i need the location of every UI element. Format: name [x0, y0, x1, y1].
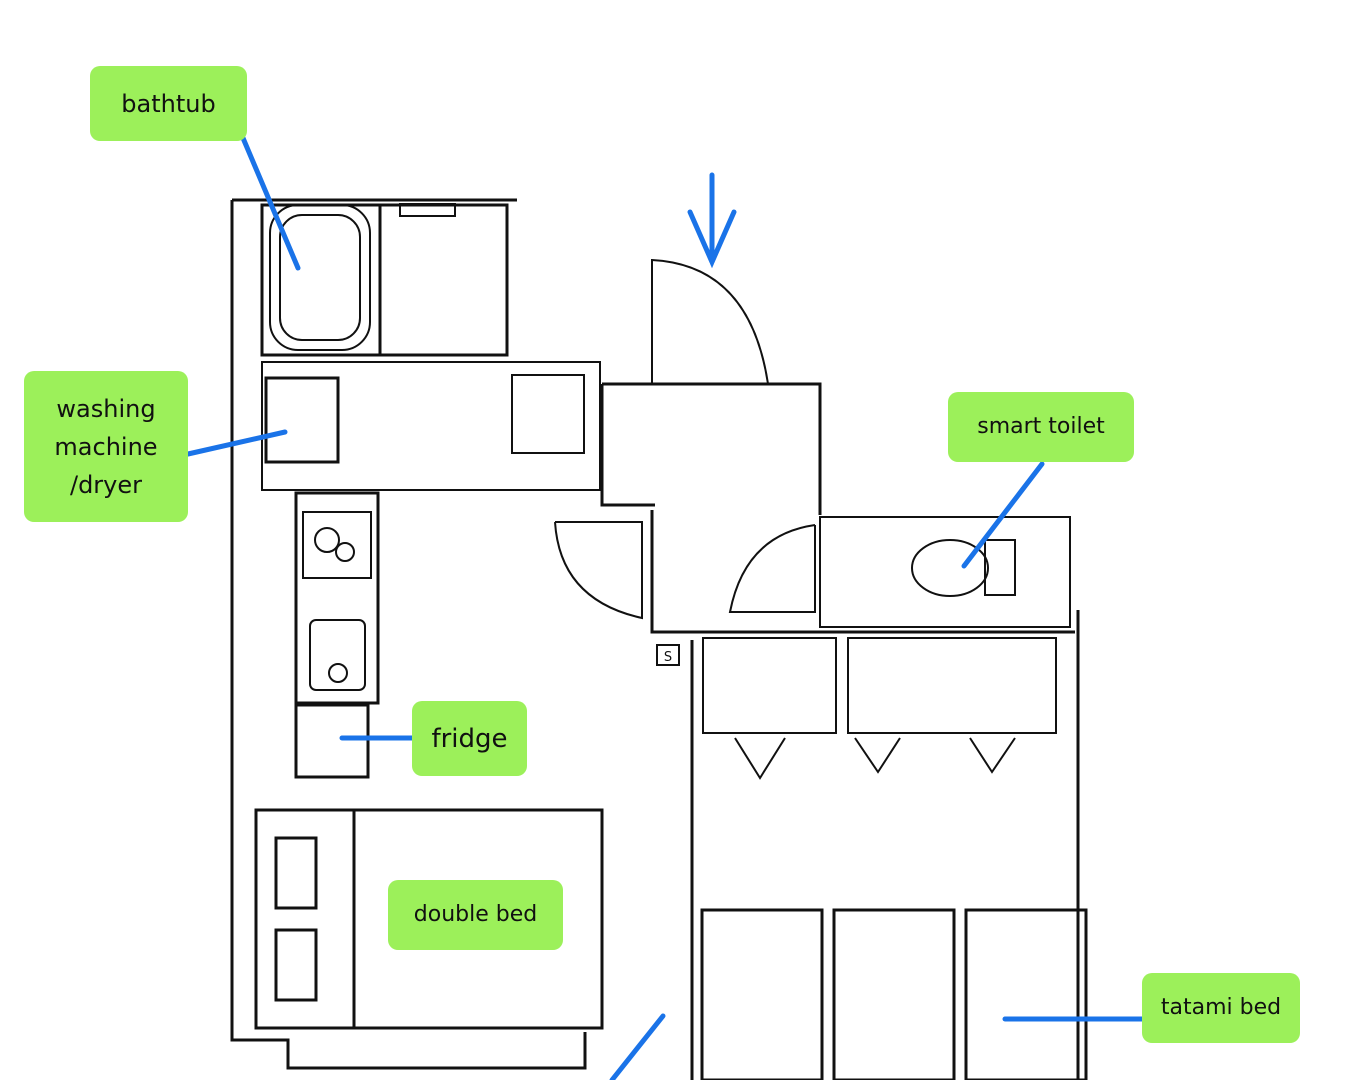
entrance-door: [651, 258, 769, 385]
double-bed-label: double bed: [388, 880, 563, 950]
tatami-mat: [964, 908, 1088, 1080]
double-bed-shape: [254, 808, 604, 1030]
smart-toilet-pointer: [961, 461, 1045, 569]
closet-sign: S: [664, 650, 672, 665]
bathroom: [260, 203, 509, 357]
hall-walls: [650, 510, 1075, 634]
tatami-bed-label: tatami bed: [1142, 973, 1300, 1043]
pillow: [274, 836, 318, 910]
toilet-bowl: [911, 539, 989, 597]
toilet-door: [728, 524, 816, 613]
toilet-room: [819, 516, 1071, 628]
entrance-arrow-icon: [687, 172, 737, 269]
washing-machine-shape: [264, 376, 340, 464]
closet: [702, 637, 837, 734]
kitchen-counter: [294, 491, 380, 705]
sink-unit: [511, 374, 585, 454]
bathtub-inner: [279, 214, 361, 341]
closet-sign-box: [656, 644, 680, 666]
tatami-mat: [700, 908, 824, 1080]
bathtub-shape: [269, 204, 371, 351]
closet: [847, 637, 1057, 734]
stove: [302, 511, 372, 579]
pillow: [274, 928, 318, 1002]
drain: [328, 663, 348, 683]
kitchen-sink: [309, 619, 366, 691]
tatami-mat: [832, 908, 956, 1080]
washing-pointer: [185, 429, 288, 457]
toilet-tank: [984, 539, 1016, 596]
closet-door-marks: [734, 737, 1016, 780]
interior-door: [554, 521, 643, 620]
fridge-shape: [294, 703, 370, 779]
bathtub-label: bathtub: [90, 66, 247, 141]
faucet: [399, 203, 456, 217]
burner: [335, 542, 355, 562]
burner: [314, 527, 340, 553]
washing-machine-label: washing machine /dryer: [24, 371, 188, 522]
smart-toilet-label: smart toilet: [948, 392, 1134, 462]
exit-pointer: [609, 1013, 666, 1080]
bathtub-pointer: [240, 135, 301, 271]
fridge-label: fridge: [412, 701, 527, 776]
entrance-walls: [600, 382, 822, 515]
utility-wall: [261, 361, 601, 491]
outer-wall-left: [230, 200, 587, 1070]
